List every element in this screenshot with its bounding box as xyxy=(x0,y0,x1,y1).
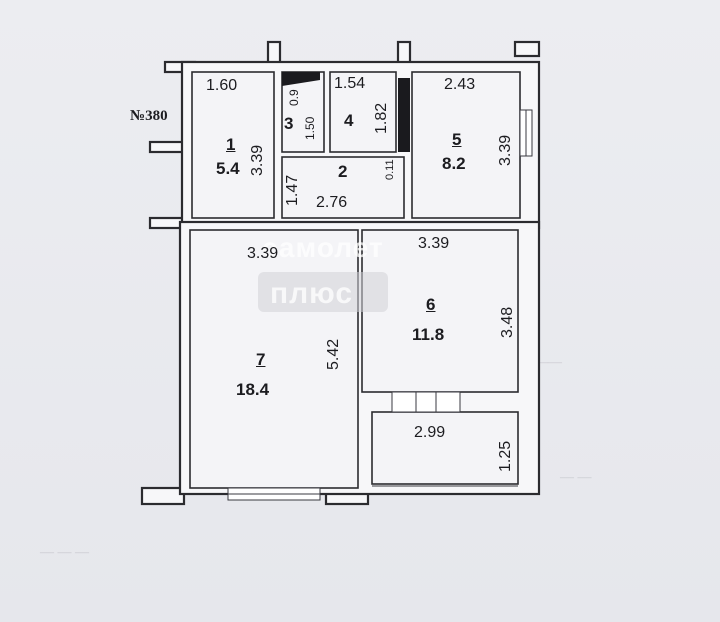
room-6-area: 11.8 xyxy=(412,325,445,344)
dim-room3-height: 1.50 xyxy=(303,116,317,140)
plan-number: №380 xyxy=(130,108,168,124)
room-1-number: 1 xyxy=(226,135,236,154)
watermark-line1: самолет xyxy=(262,232,384,263)
dim-balcony-height: 1.25 xyxy=(497,440,514,472)
room-2-number: 2 xyxy=(338,162,348,181)
dim-room4-width: 1.54 xyxy=(334,75,366,92)
dim-room1-width: 1.60 xyxy=(206,77,238,94)
room-6 xyxy=(361,229,519,393)
room-4-shaft xyxy=(398,78,410,152)
watermark-badge xyxy=(258,272,388,312)
room-3 xyxy=(281,71,325,153)
dim-room6-height: 3.48 xyxy=(499,306,516,338)
dim-room7-height: 5.42 xyxy=(325,338,342,370)
wall-stub xyxy=(140,486,186,506)
room-4-number: 4 xyxy=(344,111,354,130)
dim-room1-height: 3.39 xyxy=(249,144,266,176)
room-3-shaft xyxy=(282,72,320,86)
room-5 xyxy=(411,71,521,219)
room-5-number: 5 xyxy=(452,130,462,149)
bleed-through-mark: — — — xyxy=(40,545,89,560)
room-1 xyxy=(191,71,275,219)
watermark-line2: плюс xyxy=(270,277,354,310)
room-5-area: 8.2 xyxy=(442,154,466,173)
dim-room5-width: 2.43 xyxy=(444,76,476,93)
wall-stub xyxy=(513,40,541,58)
room-7-area: 18.4 xyxy=(236,380,270,399)
dim-room2-gap: 0.11 xyxy=(384,159,396,180)
dim-balcony-width: 2.99 xyxy=(414,424,446,441)
room-1-area: 5.4 xyxy=(216,159,240,178)
dim-room2-height: 1.47 xyxy=(284,174,301,206)
dim-room4-height: 1.82 xyxy=(373,102,390,134)
balcony-door xyxy=(391,391,461,413)
room-6-number: 6 xyxy=(426,295,436,314)
room-7-number: 7 xyxy=(256,350,266,369)
dim-room3-top: 0.9 xyxy=(287,89,301,106)
balcony xyxy=(371,411,519,485)
room-2 xyxy=(281,156,405,219)
dim-room5-height: 3.39 xyxy=(497,134,514,166)
bleed-through-mark: — — xyxy=(560,470,592,485)
room-3-number: 3 xyxy=(284,114,294,133)
dim-room7-width: 3.39 xyxy=(247,245,279,262)
dim-room6-width: 3.39 xyxy=(418,235,450,252)
room-4 xyxy=(329,71,397,153)
dim-room2-width: 2.76 xyxy=(316,194,348,211)
